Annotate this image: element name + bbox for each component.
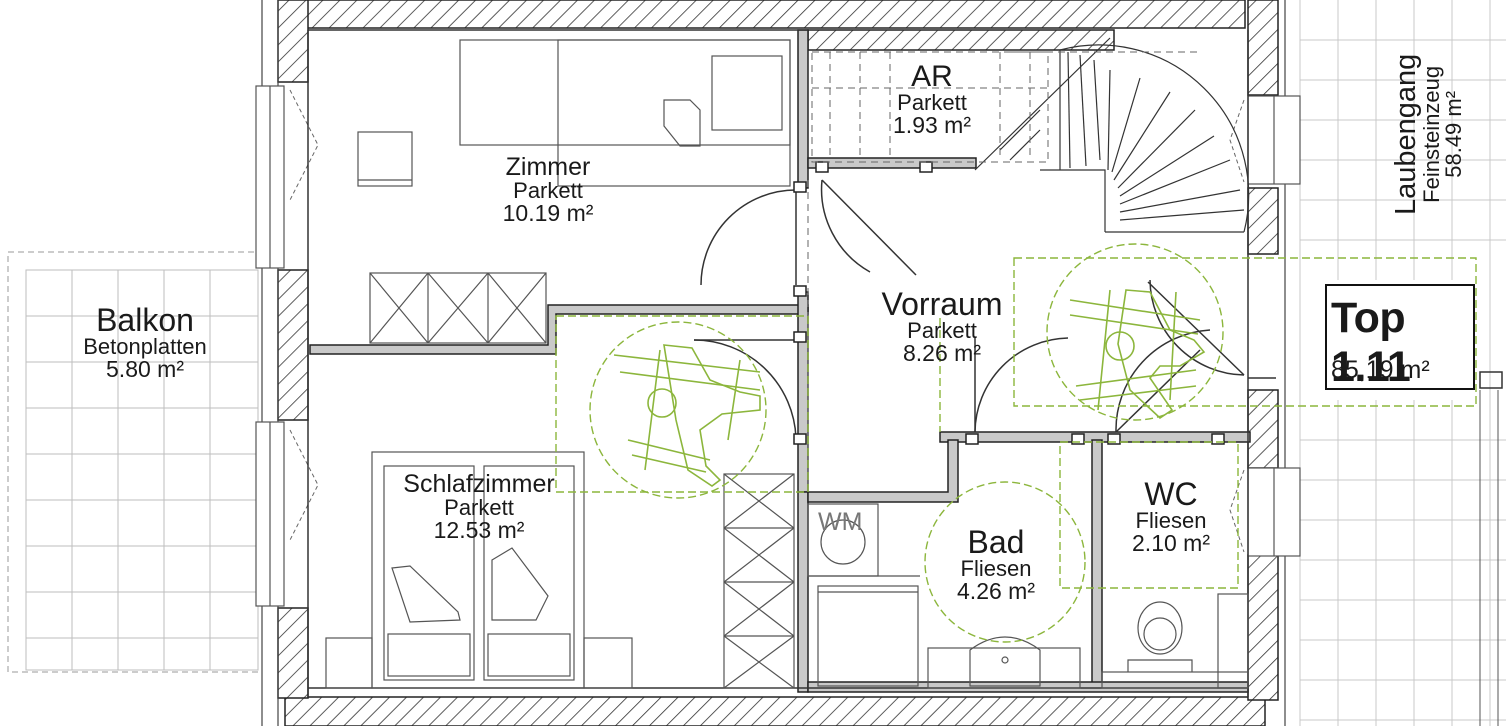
room-floor: Fliesen [960,556,1032,581]
room-floor: Betonplatten [83,334,207,359]
unit-info-box: Top 1.11 85,19 m² [1325,284,1475,391]
room-name: Bad [967,524,1025,560]
room-name: WC [1144,476,1198,512]
room-name: Schlafzimmer [403,470,555,498]
room-label-laubengang: Laubengang Feinsteinzeug 58.49 m² [1390,53,1466,215]
furniture [325,39,1249,689]
room-area: 1.93 m² [893,112,971,138]
unit-area: 85,19 m² [1331,356,1430,384]
room-label-ar: AR Parkett 1.93 m² [893,62,971,137]
window-swings [289,89,1245,553]
room-area: 8.26 m² [903,340,981,366]
unit-box-frame [1248,371,1503,389]
room-label-vorraum: Vorraum Parkett 8.26 m² [882,288,1003,365]
unit-name: Top 1.11 [1331,294,1411,391]
room-name: Laubengang [1390,53,1422,215]
room-area: 2.10 m² [1132,530,1210,556]
room-name: AR [911,60,953,93]
room-floor: Parkett [513,178,583,203]
room-area: 10.19 m² [502,200,594,226]
washer-label: WM [818,508,863,536]
balkon-tile-grid [7,251,259,673]
wheelchair-figures [613,289,1206,487]
room-label-schlafzimmer: Schlafzimmer Parkett 12.53 m² [403,472,554,542]
room-floor: Parkett [444,495,514,520]
windows [255,85,1301,607]
room-area: 12.53 m² [433,517,525,543]
door-jambs [793,161,1225,445]
outer-wall-lines [261,0,1286,726]
room-area: 58.49 m² [1441,90,1466,178]
room-area: 4.26 m² [957,578,1035,604]
room-area: 5.80 m² [106,356,184,382]
outer-walls [277,0,1279,726]
room-label-wc: WC Fliesen 2.10 m² [1132,478,1210,555]
room-label-balkon: Balkon Betonplatten 5.80 m² [83,304,207,381]
wheelchair-turning-circles [555,243,1477,643]
doors [693,179,1245,439]
room-floor: Fliesen [1135,508,1207,533]
room-floor: Parkett [907,318,977,343]
room-floor: Parkett [897,90,967,115]
room-name: Balkon [96,302,194,338]
room-floor: Feinsteinzeug [1419,65,1444,203]
room-name: Zimmer [505,153,591,181]
staircase [974,37,1250,233]
laubengang-tile-grid [1299,0,1506,726]
room-name: Vorraum [881,286,1003,322]
room-label-zimmer: Zimmer Parkett 10.19 m² [503,155,594,225]
wall-outline [307,29,1249,697]
room-label-bad: Bad Fliesen 4.26 m² [957,526,1035,603]
